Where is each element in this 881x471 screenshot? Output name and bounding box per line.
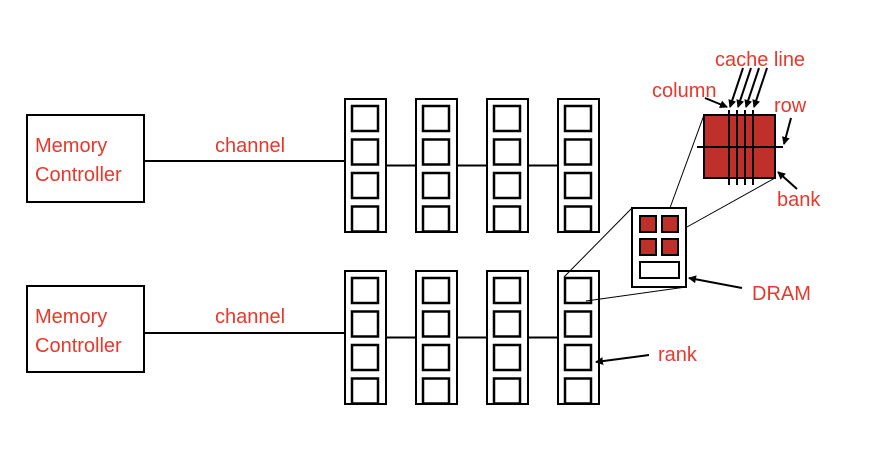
cache-line-arrow-3 [752,67,768,108]
dram-bank-1 [661,215,679,233]
dram-chip-0-2-1 [492,138,522,166]
zoom-line-bank-to-detail-right [677,177,776,233]
dram-chip-1-0-3 [350,377,380,405]
channel-0-label: channel [215,135,285,157]
channel-1: Memory Controller channel [26,270,600,405]
dram-chip-1-3-2 [563,343,593,372]
memory-controller-1-label-line1: Memory [35,306,107,328]
dram-chip-1-3-1 [563,310,593,338]
dram-chip-0-0-1 [350,138,380,166]
dram-chip-0-1-1 [421,138,451,166]
dram-chip-1-3-0 [563,276,593,305]
bank-label: bank [777,189,821,211]
dram-chip-0-0-0 [350,104,380,133]
dram-bank-0 [639,215,657,233]
dram-chip-1-1-2 [421,343,451,372]
row-arrow [781,117,792,145]
dram-chip-1-2-3 [492,377,522,405]
rank-label: rank [658,344,698,366]
dram-chip-1-3-3 [563,377,593,405]
channel-0: Memory Controller channel [26,98,600,233]
dram-label: DRAM [752,283,811,305]
dram-bank-2 [639,238,657,256]
zoom-line-chip-to-dram-top [563,207,633,278]
rank-arrow [595,354,650,366]
dram-chip-0-0-2 [350,171,380,200]
zoom-line-bank-to-detail-left [666,114,705,217]
dram-chip-1-2-2 [492,343,522,372]
dram-chip-0-3-3 [563,205,593,233]
dram-chip-1-1-0 [421,276,451,305]
dram-chip-0-1-2 [421,171,451,200]
dram-chip-0-1-0 [421,104,451,133]
dram-chip-1-0-0 [350,276,380,305]
cache-line-arrow-2 [744,67,760,108]
dram-chip-0-3-0 [563,104,593,133]
dram-row-buffer [639,261,680,279]
memory-controller-1 [26,285,145,373]
bank-detail [697,110,783,185]
dram-chip-0-1-3 [421,205,451,233]
memory-controller-0-label-line2: Controller [35,164,122,186]
dram-chip-0-3-1 [563,138,593,166]
dram-chip-1-1-3 [421,377,451,405]
cache-line-arrow-0 [728,67,744,108]
dram-chip-0-2-0 [492,104,522,133]
dram-chip [631,207,687,288]
column-label: column [652,80,716,102]
dram-chip-1-1-1 [421,310,451,338]
dram-chip-1-0-1 [350,310,380,338]
dram-bank-3 [661,238,679,256]
dram-chip-1-2-0 [492,276,522,305]
cache-line-arrow-1 [736,67,752,108]
column-arrow [704,97,728,109]
dram-chip-0-0-3 [350,205,380,233]
memory-controller-0 [26,114,145,203]
dimm-row-0 [344,98,600,233]
dram-chip-0-2-3 [492,205,522,233]
row-label: row [774,95,807,117]
channel-1-label: channel [215,306,285,328]
dram-chip-1-0-2 [350,343,380,372]
cache-line-label: cache line [715,49,805,71]
dram-chip-1-2-1 [492,310,522,338]
memory-controller-0-label-line1: Memory [35,135,107,157]
dram-chip-0-3-2 [563,171,593,200]
dimm-row-1 [344,270,600,405]
memory-controller-1-label-line2: Controller [35,335,122,357]
zoom-line-chip-to-dram-bottom [585,286,687,302]
dram-arrow [688,275,743,289]
bank-arrow [777,171,798,190]
dram-chip-0-2-2 [492,171,522,200]
